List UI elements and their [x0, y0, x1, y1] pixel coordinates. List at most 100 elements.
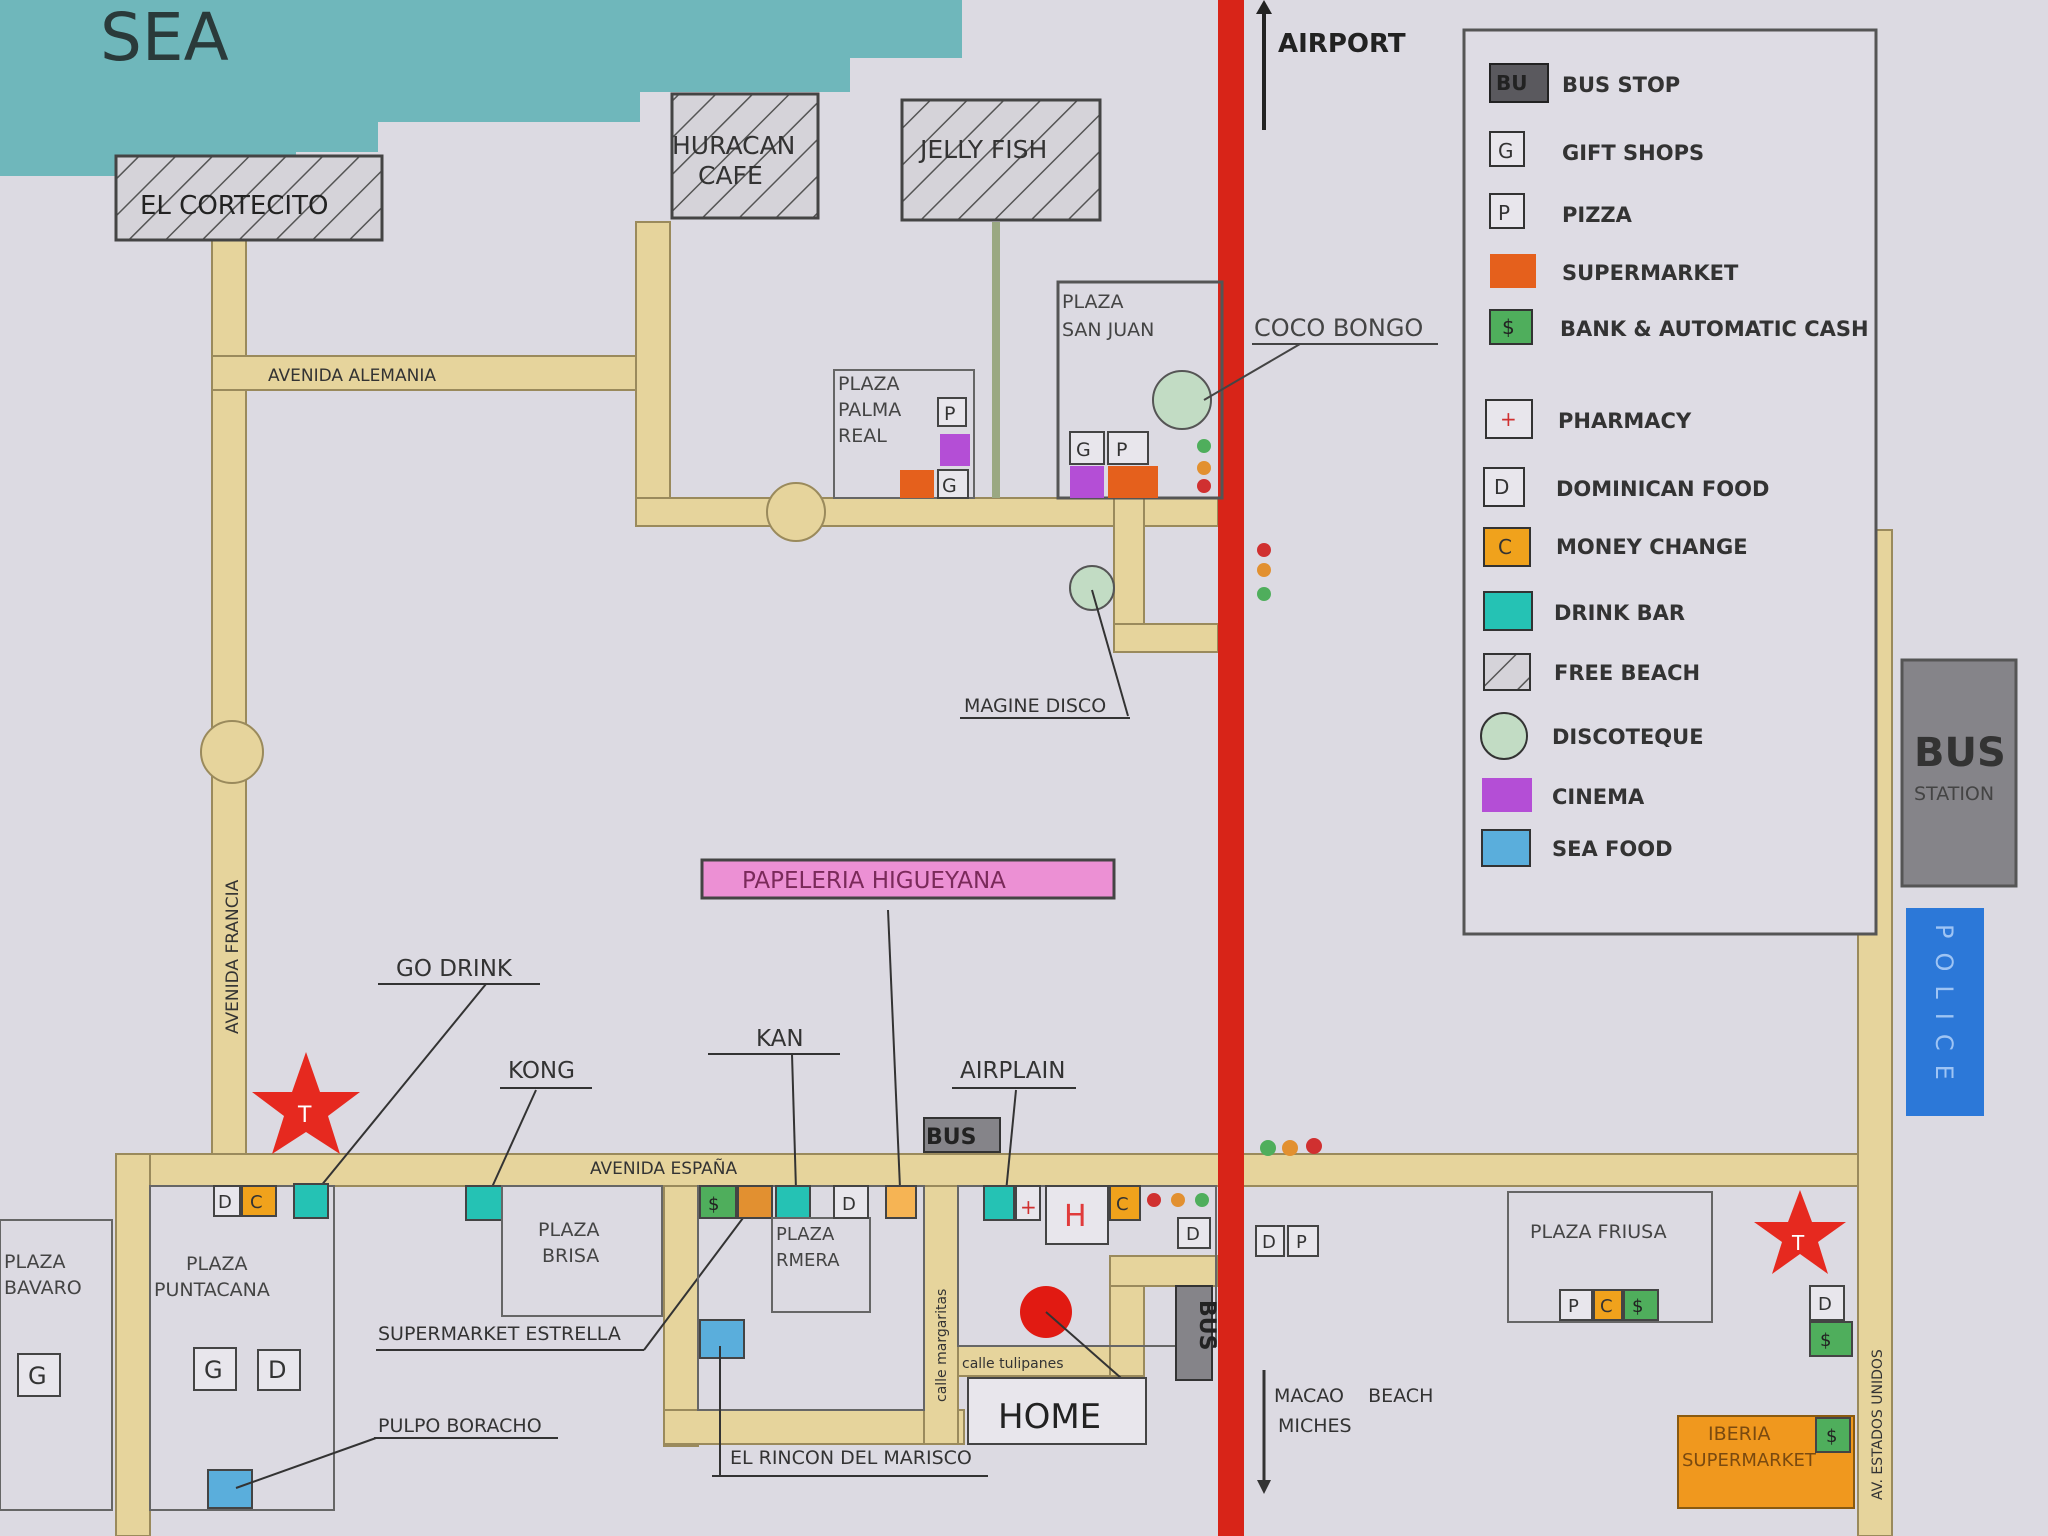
papeleria-higueyana	[700, 858, 1116, 900]
coco-bongo-disco	[1152, 370, 1212, 430]
seafood-pulpo-borracho	[207, 1469, 253, 1509]
puntacana-label-1: PLAZA	[186, 1253, 248, 1275]
traffic-light-san-juan-red	[1197, 479, 1211, 493]
traffic-light-home-orange	[1171, 1193, 1185, 1207]
brisa-label-1: PLAZA	[538, 1219, 600, 1241]
bus-stop-espana	[923, 1117, 1001, 1153]
av-estados-unidos-label: AV. ESTADOS UNIDOS	[1870, 1349, 1886, 1500]
free-beach-huracan-cafe	[670, 92, 820, 220]
legend-drink-bar-swatch	[1483, 591, 1533, 631]
main-road	[1218, 0, 1244, 1536]
dominican-marker-home	[1177, 1217, 1211, 1249]
police-station	[1906, 908, 1984, 1116]
legend-gift-swatch-text: G	[1498, 139, 1514, 163]
legend-sea-food-swatch	[1481, 829, 1531, 867]
macao-arrowhead	[1257, 1480, 1271, 1494]
tourist-star-right	[1754, 1190, 1846, 1274]
legend-dominican-swatch-text: D	[1494, 475, 1509, 499]
legend-dominican-swatch	[1483, 467, 1525, 507]
dominican-marker-puntacana-top-text: D	[218, 1192, 232, 1213]
legend-free-beach-swatch	[1483, 653, 1531, 691]
police-label: POLICE	[1930, 924, 1958, 1094]
home-label-box	[967, 1377, 1147, 1445]
san-juan-label-1: PLAZA	[1062, 291, 1124, 313]
calle-margaritas-label: calle margaritas	[934, 1289, 950, 1402]
palma-real-label-3: REAL	[838, 425, 887, 447]
dominican-marker-east-text: D	[1262, 1232, 1276, 1253]
traffic-light-mid-red	[1257, 543, 1271, 557]
bus-stop-vertical	[1175, 1285, 1213, 1381]
legend-bank-swatch	[1489, 309, 1533, 345]
kong-label: KONG	[508, 1058, 575, 1084]
money-change-marker-puntacana	[241, 1185, 277, 1217]
tourist-star-left	[252, 1052, 360, 1154]
bus-station	[1900, 658, 2018, 888]
bus-station-label-2: STATION	[1914, 783, 1994, 805]
legend-dominican-label: DOMINICAN FOOD	[1556, 477, 1769, 501]
legend-discoteque-label: DISCOTEQUE	[1552, 725, 1704, 749]
road-avenida-alemania	[211, 355, 669, 391]
legend-bank-label: BANK & AUTOMATIC CASH	[1560, 317, 1869, 341]
legend-pharmacy-swatch-text: +	[1500, 407, 1517, 431]
legend-cinema-label: CINEMA	[1552, 785, 1645, 809]
cinema-marker-palma	[940, 434, 970, 466]
traffic-light-mid-orange	[1257, 563, 1271, 577]
block-rmera	[697, 1185, 925, 1411]
pizza-marker-palma-text: P	[944, 403, 955, 425]
pizza-marker-friusa	[1559, 1289, 1593, 1321]
traffic-light-home-green	[1195, 1193, 1209, 1207]
legend-bank-swatch-text: $	[1502, 315, 1515, 339]
magine-disco-label: MAGINE DISCO	[964, 695, 1106, 717]
roundabout-top	[766, 482, 826, 542]
plaza-bavaro	[0, 1219, 113, 1511]
money-change-marker-friusa	[1593, 1289, 1623, 1321]
bank-marker-iberia	[1815, 1417, 1851, 1453]
supermarket-marker-san-juan	[1108, 466, 1158, 498]
gift-marker-puntacana-text: G	[204, 1356, 223, 1384]
kan-label: KAN	[756, 1026, 804, 1052]
go-drink-label: GO DRINK	[396, 956, 513, 982]
money-change-marker-puntacana-text: C	[250, 1192, 263, 1213]
magine-disco	[1069, 565, 1115, 611]
sea-area	[0, 0, 962, 176]
plaza-brisa	[501, 1185, 663, 1317]
legend-bus-stop-label: BUS STOP	[1562, 73, 1680, 97]
pizza-marker-san-juan-text: P	[1116, 439, 1127, 461]
money-change-marker-home-text: C	[1116, 1194, 1129, 1215]
legend-money-change-swatch-text: C	[1498, 535, 1512, 559]
plaza-friusa	[1507, 1191, 1713, 1323]
plaza-rmera	[771, 1217, 871, 1313]
airplain-pointer	[1005, 1089, 1017, 1193]
legend-pizza-swatch-text: P	[1498, 201, 1510, 225]
bank-marker-estados-unidos	[1809, 1321, 1853, 1357]
traffic-light-espana-red	[1306, 1138, 1322, 1154]
bus-stop-espana-label: BUS	[926, 1125, 976, 1150]
legend-pharmacy-label: PHARMACY	[1558, 409, 1692, 433]
legend-gift-label: GIFT SHOPS	[1562, 141, 1704, 165]
legend-gift-swatch	[1489, 131, 1525, 167]
legend-free-beach-label: FREE BEACH	[1554, 661, 1700, 685]
tourist-star-left-text: T	[297, 1103, 312, 1128]
cinema-marker-san-juan	[1070, 466, 1104, 498]
sea-label: SEA	[100, 0, 229, 76]
puntacana-label-2: PUNTACANA	[154, 1279, 270, 1301]
magine-disco-pointer	[1091, 589, 1129, 717]
bank-marker-friusa	[1623, 1289, 1659, 1321]
pizza-marker-east	[1287, 1225, 1319, 1257]
huracan-label-2: CAFE	[698, 161, 763, 190]
roundabout-francia	[200, 720, 264, 784]
legend-drink-bar-label: DRINK BAR	[1554, 601, 1685, 625]
supermarket-marker-palma	[900, 470, 934, 498]
iberia-label-1: IBERIA	[1708, 1423, 1770, 1445]
avenida-francia-label: AVENIDA FRANCIA	[223, 879, 243, 1034]
road-left-v	[115, 1153, 151, 1536]
go-drink-pointer	[315, 983, 487, 1193]
pulpo-borracho-label: PULPO BORACHO	[378, 1415, 542, 1437]
supermarket-estrella	[737, 1185, 773, 1219]
legend-cinema-swatch	[1482, 778, 1532, 812]
rmera-label-1: PLAZA	[776, 1224, 835, 1245]
plaza-puntacana	[149, 1185, 335, 1511]
kan-pointer	[791, 1053, 797, 1191]
money-change-marker-home	[1109, 1185, 1141, 1221]
